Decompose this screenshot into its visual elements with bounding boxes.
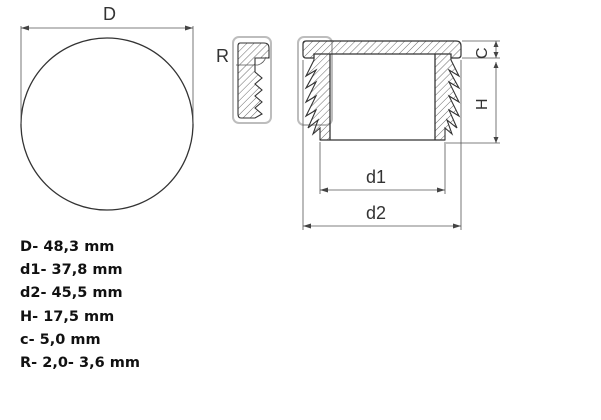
dimension-label-d2: d2 <box>366 203 386 223</box>
d1-arrow-left <box>320 187 328 193</box>
detail-view: R <box>216 36 272 124</box>
right-wall-fins <box>434 53 461 141</box>
dimension-label-c: C <box>474 47 491 59</box>
spec-r: R- 2,0- 3,6 mm <box>20 355 140 372</box>
spec-d2: d2- 45,5 mm <box>20 285 123 302</box>
h-arrow-top <box>493 62 499 68</box>
spec-d1: d1- 37,8 mm <box>20 262 123 279</box>
d2-arrow-right <box>453 223 461 229</box>
dimension-label-d1: d1 <box>366 167 386 187</box>
c-arrow-top <box>493 41 499 47</box>
d1-arrow-right <box>437 187 445 193</box>
side-section-view: C H d1 d2 <box>297 36 500 230</box>
dimension-spec-list: D- 48,3 mm d1- 37,8 mm d2- 45,5 mm H- 17… <box>20 236 140 375</box>
dimension-label-h: H <box>474 98 491 110</box>
d-arrow-left <box>21 25 29 31</box>
left-wall-fins <box>304 53 331 141</box>
spec-c: c- 5,0 mm <box>20 331 101 348</box>
spec-d: D- 48,3 mm <box>20 239 115 255</box>
top-view: D <box>20 4 194 211</box>
detail-highlight-box <box>232 36 272 124</box>
c-arrow-bottom <box>493 52 499 58</box>
h-arrow-bottom <box>493 137 499 143</box>
detail-section <box>237 42 270 119</box>
dimension-label-d: D <box>103 4 116 24</box>
r-leader-arc <box>257 56 267 66</box>
flange-highlight-box <box>297 36 333 126</box>
cap-top-circle <box>20 37 194 211</box>
spec-h: H- 17,5 mm <box>20 308 115 325</box>
d-arrow-right <box>185 25 193 31</box>
d2-arrow-left <box>303 223 311 229</box>
dimension-label-r: R <box>216 46 229 66</box>
